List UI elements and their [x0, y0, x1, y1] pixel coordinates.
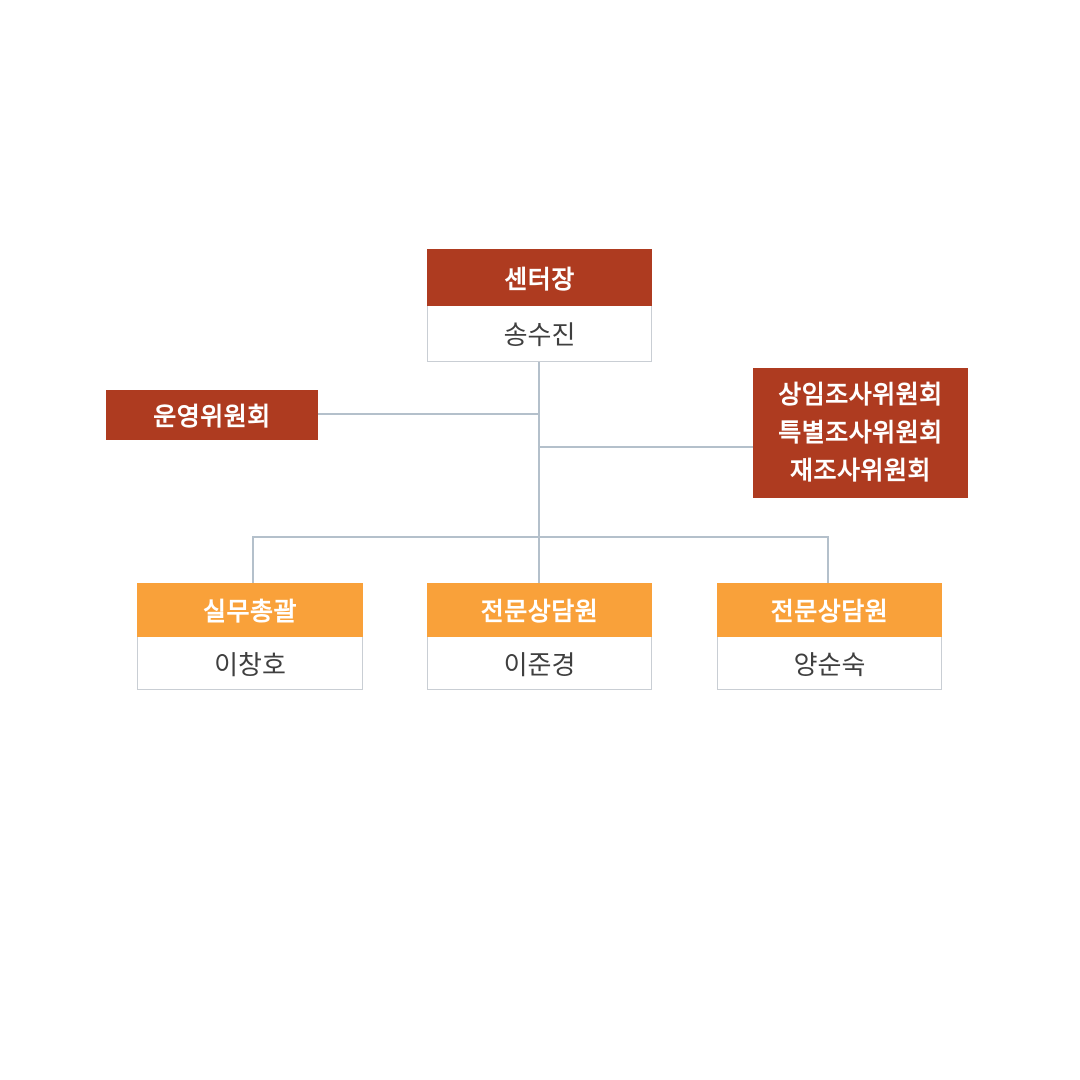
node-staff-counselor-2-name: 양순숙 [717, 637, 942, 690]
connector-trunk-vertical [538, 362, 540, 536]
connector-drop-middle [538, 536, 540, 583]
node-staff-counselor-2: 전문상담원 양순숙 [717, 583, 942, 690]
node-committees: 상임조사위원회 특별조사위원회 재조사위원회 [753, 368, 968, 498]
node-staff-operations: 실무총괄 이창호 [137, 583, 363, 690]
node-staff-counselor-2-title: 전문상담원 [717, 583, 942, 637]
committee-line-1: 상임조사위원회 [778, 381, 943, 409]
node-staff-counselor-1-name: 이준경 [427, 637, 652, 690]
node-staff-counselor-1-title: 전문상담원 [427, 583, 652, 637]
node-staff-counselor-1: 전문상담원 이준경 [427, 583, 652, 690]
connector-distribution-horizontal [252, 536, 829, 538]
node-director-title: 센터장 [427, 249, 652, 306]
node-director-name: 송수진 [427, 306, 652, 362]
connector-drop-right [827, 536, 829, 583]
connector-drop-left [252, 536, 254, 583]
connector-committees-branch [538, 446, 753, 448]
node-staff-operations-name: 이창호 [137, 637, 363, 690]
committee-line-2: 특별조사위원회 [778, 419, 943, 447]
node-staff-operations-title: 실무총괄 [137, 583, 363, 637]
committee-line-3: 재조사위원회 [789, 457, 931, 485]
node-steering-committee: 운영위원회 [106, 390, 318, 440]
connector-steering-branch [318, 413, 540, 415]
node-director: 센터장 송수진 [427, 249, 652, 362]
